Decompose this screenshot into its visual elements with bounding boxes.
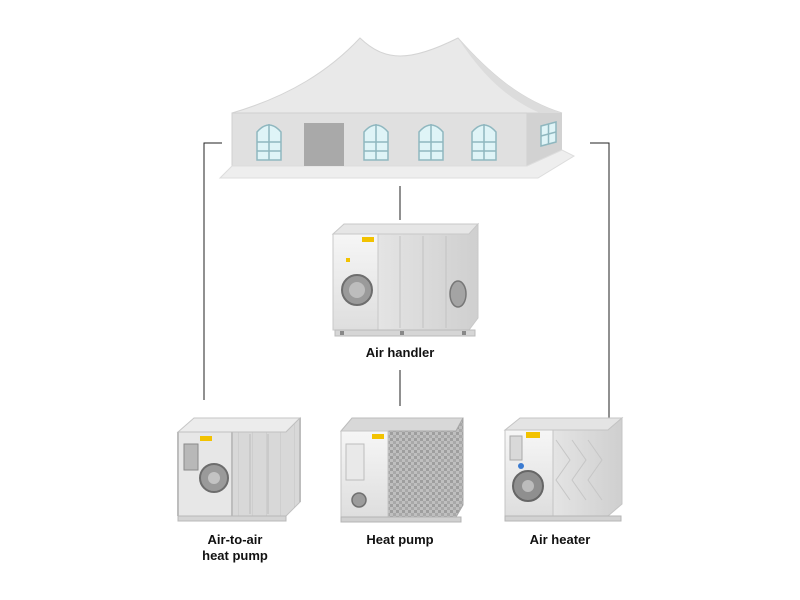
air-to-air-heat-pump-unit-image bbox=[176, 416, 302, 522]
connector-lines bbox=[203, 142, 610, 418]
tent-window-2 bbox=[363, 124, 389, 161]
tent-ground bbox=[218, 149, 576, 179]
air-handler-unit-image bbox=[331, 222, 480, 337]
heat-pump-label: Heat pump bbox=[366, 532, 434, 547]
event-tent-image bbox=[218, 37, 576, 179]
air-heater-unit-image bbox=[503, 416, 624, 522]
tent-roof bbox=[231, 37, 563, 114]
connector-left bbox=[203, 142, 222, 400]
tent-window-4 bbox=[471, 124, 497, 161]
air-to-air-heat-pump-label: Air-to-air heat pump bbox=[170, 532, 300, 564]
tent-window-1 bbox=[256, 124, 282, 161]
air-heater-label: Air heater bbox=[529, 532, 591, 547]
air-to-air-heat-pump-label-line1: Air-to-air bbox=[207, 532, 263, 547]
tent-window-3 bbox=[418, 124, 444, 161]
tent-window-side bbox=[540, 121, 557, 147]
heat-pump-unit-image bbox=[339, 417, 464, 523]
connector-right bbox=[590, 142, 610, 418]
tent-door bbox=[304, 123, 344, 166]
air-handler-label: Air handler bbox=[365, 345, 435, 360]
air-to-air-heat-pump-label-line2: heat pump bbox=[202, 548, 268, 563]
